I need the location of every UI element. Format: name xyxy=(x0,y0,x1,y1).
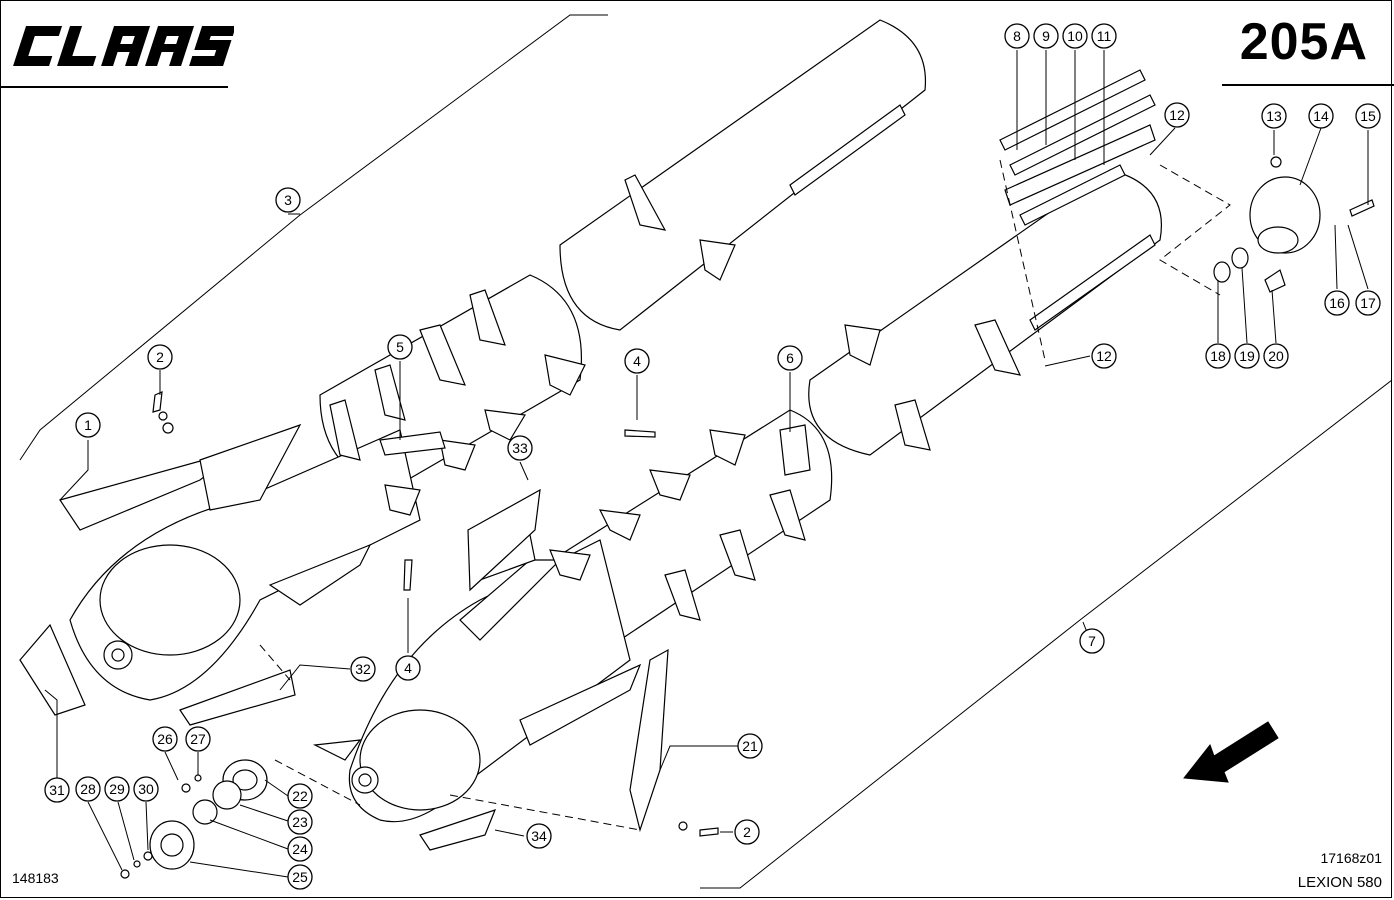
callout-label: 3 xyxy=(284,192,292,208)
header-rule-right xyxy=(1222,84,1394,86)
callout-20: 20 xyxy=(1263,343,1289,369)
callout-label: 21 xyxy=(742,738,758,754)
callout-11: 11 xyxy=(1091,23,1117,49)
callout-7: 7 xyxy=(1079,628,1105,654)
callout-label: 31 xyxy=(49,782,65,798)
callout-5: 5 xyxy=(387,334,413,360)
callout-23: 23 xyxy=(287,809,313,835)
callout-label: 16 xyxy=(1329,295,1345,311)
callout-label: 12 xyxy=(1169,107,1185,123)
callout-15: 15 xyxy=(1355,103,1381,129)
callout-31: 31 xyxy=(44,777,70,803)
callout-2-lower: 2 xyxy=(734,819,760,845)
callout-3: 3 xyxy=(275,187,301,213)
callout-25: 25 xyxy=(287,864,313,890)
callout-34: 34 xyxy=(526,823,552,849)
callout-label: 2 xyxy=(743,824,751,840)
callout-29: 29 xyxy=(104,776,130,802)
lower-drum-assembly xyxy=(312,169,1162,851)
callout-13: 13 xyxy=(1261,103,1287,129)
callout-33: 33 xyxy=(507,435,533,461)
callout-label: 4 xyxy=(633,353,641,369)
callout-label: 28 xyxy=(80,781,96,797)
callout-12-lower: 12 xyxy=(1091,343,1117,369)
callout-6: 6 xyxy=(777,345,803,371)
claas-logo xyxy=(13,26,234,66)
callout-2-upper: 2 xyxy=(147,344,173,370)
callout-12-upper: 12 xyxy=(1164,102,1190,128)
callout-label: 5 xyxy=(396,339,404,355)
fasteners xyxy=(152,391,719,837)
callout-14: 14 xyxy=(1308,103,1334,129)
callout-label: 33 xyxy=(512,440,528,456)
reference-code: 17168z01 xyxy=(1320,850,1382,866)
callout-label: 24 xyxy=(292,841,308,857)
callout-label: 20 xyxy=(1268,348,1284,364)
callout-label: 10 xyxy=(1067,28,1083,44)
callout-label: 9 xyxy=(1042,28,1050,44)
callout-18: 18 xyxy=(1205,343,1231,369)
callout-label: 30 xyxy=(138,781,154,797)
upper-drum-assembly xyxy=(19,19,927,726)
callout-26: 26 xyxy=(152,726,178,752)
callout-32: 32 xyxy=(350,656,376,682)
callout-label: 12 xyxy=(1096,348,1112,364)
callout-label: 25 xyxy=(292,869,308,885)
callout-label: 11 xyxy=(1097,28,1112,44)
callout-label: 17 xyxy=(1360,295,1376,311)
right-end-hardware xyxy=(999,69,1375,361)
callout-10: 10 xyxy=(1062,23,1088,49)
callout-leaders xyxy=(44,50,1369,878)
page-number: 205A xyxy=(1239,13,1368,71)
callout-label: 8 xyxy=(1013,28,1021,44)
callout-label: 22 xyxy=(292,788,308,804)
callout-1: 1 xyxy=(75,412,101,438)
header-rule-left xyxy=(0,86,228,88)
direction-arrow-icon xyxy=(1183,721,1279,783)
callout-19: 19 xyxy=(1234,343,1260,369)
callout-label: 14 xyxy=(1313,108,1329,124)
callout-4-lower: 4 xyxy=(395,655,421,681)
callout-label: 32 xyxy=(355,661,371,677)
callout-label: 34 xyxy=(531,828,547,844)
model-name: LEXION 580 xyxy=(1297,874,1382,891)
callout-label: 2 xyxy=(156,349,164,365)
callout-17: 17 xyxy=(1355,290,1381,316)
callout-label: 27 xyxy=(190,731,206,747)
callout-8: 8 xyxy=(1004,23,1030,49)
group-bracket-7 xyxy=(700,379,1393,889)
callout-label: 1 xyxy=(84,417,92,433)
callout-22: 22 xyxy=(287,783,313,809)
callout-label: 4 xyxy=(404,660,412,676)
drawing-number: 148183 xyxy=(12,870,59,886)
callout-9: 9 xyxy=(1033,23,1059,49)
callout-16: 16 xyxy=(1324,290,1350,316)
callout-24: 24 xyxy=(287,836,313,862)
callout-label: 26 xyxy=(157,731,173,747)
callout-label: 29 xyxy=(109,781,125,797)
callout-label: 18 xyxy=(1210,348,1226,364)
callout-label: 7 xyxy=(1088,633,1096,649)
group-bracket-3 xyxy=(19,14,608,461)
callout-label: 19 xyxy=(1239,348,1255,364)
callout-27: 27 xyxy=(185,726,211,752)
callout-30: 30 xyxy=(133,776,159,802)
callout-label: 6 xyxy=(786,350,794,366)
callout-4-upper: 4 xyxy=(624,348,650,374)
callout-28: 28 xyxy=(75,776,101,802)
callout-21: 21 xyxy=(737,733,763,759)
callout-label: 23 xyxy=(292,814,308,830)
callout-label: 13 xyxy=(1266,108,1282,124)
callout-label: 15 xyxy=(1360,108,1376,124)
